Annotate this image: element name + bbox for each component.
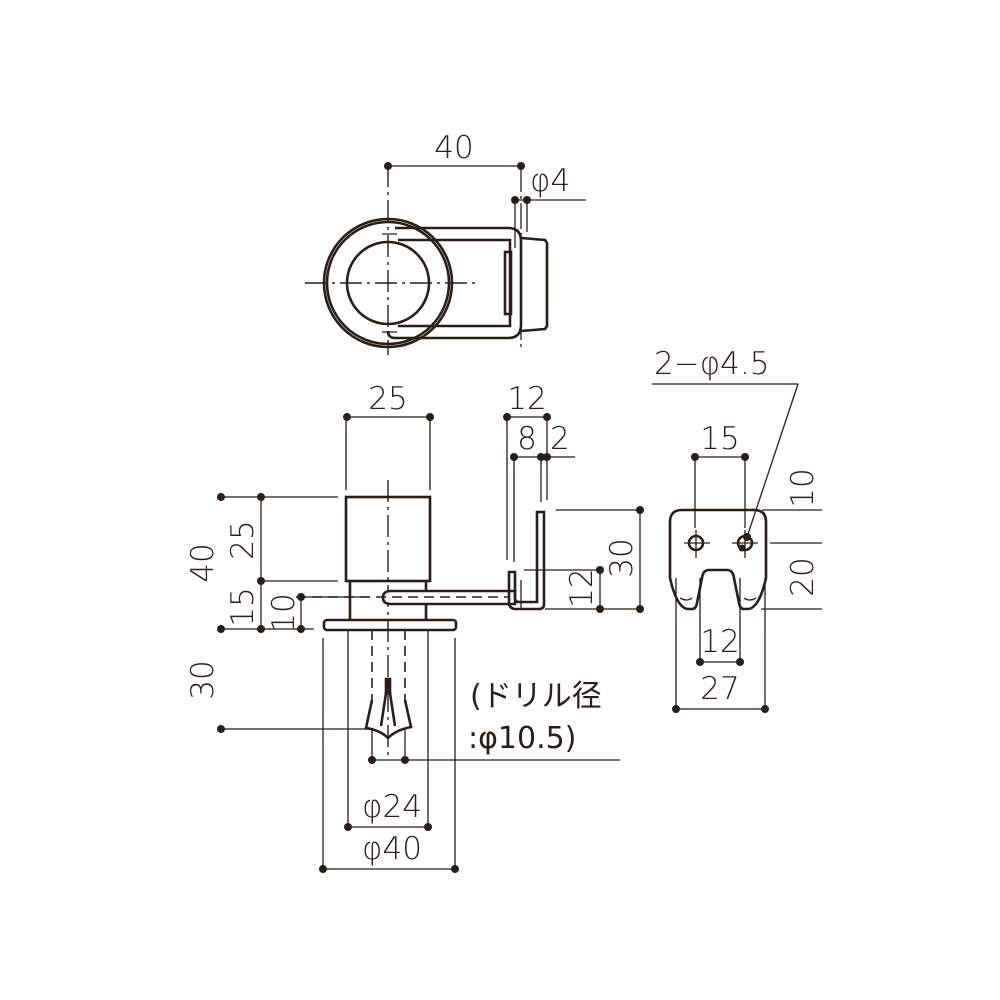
anchor-depth-label: 30 xyxy=(185,660,221,699)
bracket-slot-width-label: 12 xyxy=(700,624,739,660)
drill-note-line1: (ドリル径 xyxy=(470,679,602,714)
top-width-label: 40 xyxy=(434,130,473,166)
pin-height-label: 10 xyxy=(266,593,302,632)
flange-diameter-label: φ40 xyxy=(362,831,422,867)
front-view: 25 40 25 15 10 30 (ドリル径 :φ10.5) φ24 xyxy=(185,381,620,873)
pin-diameter-label: φ4 xyxy=(530,163,570,199)
bracket-total-width-label: 27 xyxy=(700,671,739,707)
side-height-label: 30 xyxy=(604,538,640,577)
hole-callout-label: 2−φ4.5 xyxy=(654,346,769,382)
slot-width-label: 8 xyxy=(517,421,537,457)
lower-height-label: 15 xyxy=(225,587,261,626)
bracket-view: 2−φ4.5 15 10 20 12 27 xyxy=(652,346,822,713)
pin-offset-label: 12 xyxy=(564,568,600,607)
cylinder-width-label: 25 xyxy=(368,381,407,417)
side-total-width-label: 12 xyxy=(507,381,546,417)
upper-height-label: 25 xyxy=(225,520,261,559)
slot-depth-label: 20 xyxy=(785,557,821,596)
drill-note-line2: :φ10.5) xyxy=(468,721,576,756)
top-view: 40 φ4 xyxy=(305,130,586,355)
hole-spacing-label: 15 xyxy=(700,421,739,457)
thickness-label: 2 xyxy=(550,421,570,457)
total-height-label: 40 xyxy=(185,543,221,582)
side-view: 12 8 2 30 12 xyxy=(503,381,644,613)
hole-top-offset-label: 10 xyxy=(785,468,821,507)
inner-diameter-label: φ24 xyxy=(362,789,422,825)
